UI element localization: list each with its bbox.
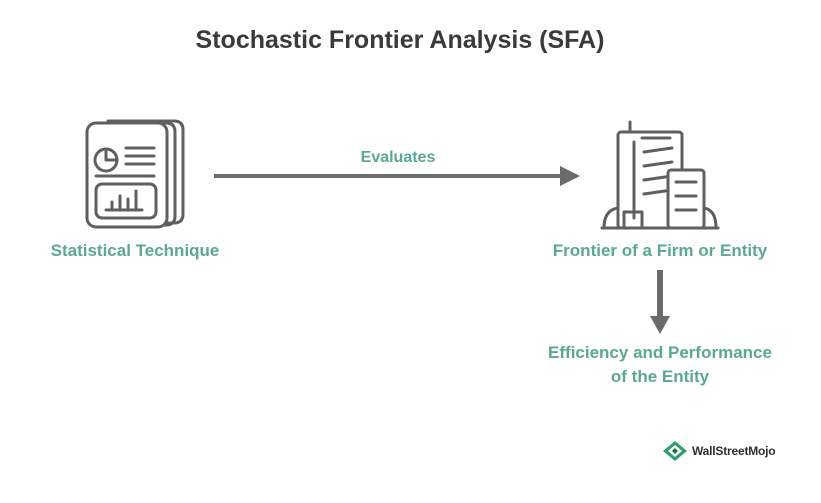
brand-name: WallStreetMojo bbox=[692, 444, 776, 458]
node-efficiency-line-2: of the Entity bbox=[610, 367, 710, 386]
node-efficiency-label: Efficiency and Performance of the Entity bbox=[520, 341, 800, 389]
evaluates-arrow bbox=[214, 166, 580, 186]
node-statistical-technique-label: Statistical Technique bbox=[50, 241, 220, 260]
wallstreetmojo-logo-icon bbox=[663, 441, 687, 461]
edge-evaluates-label: Evaluates bbox=[360, 149, 436, 166]
downward-arrow bbox=[650, 270, 670, 334]
wallstreetmojo-logo: WallStreetMojo bbox=[662, 440, 776, 462]
report-document-icon bbox=[84, 118, 188, 237]
node-frontier-label: Frontier of a Firm or Entity bbox=[552, 241, 768, 260]
office-building-icon bbox=[600, 118, 720, 239]
diagram-title: Stochastic Frontier Analysis (SFA) bbox=[195, 26, 605, 54]
node-efficiency-line-1: Efficiency and Performance bbox=[548, 343, 772, 362]
